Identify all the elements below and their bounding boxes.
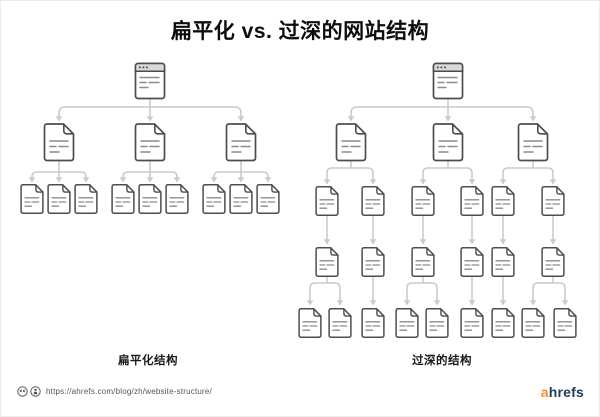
arrow-icon [561,300,569,306]
arrow-icon [28,177,36,183]
page-icon [335,123,367,162]
arrow-icon [369,239,377,245]
page-icon [361,186,385,216]
page-icon [165,184,189,214]
arrow-icon [173,177,181,183]
page-icon [229,184,253,214]
page-icon [111,184,135,214]
flat-structure-label: 扁平化结构 [118,355,178,367]
arrow-icon [444,116,452,122]
flat-structure-tree [20,62,280,214]
page-icon [361,308,385,338]
creative-commons-icon [17,386,28,397]
arrow-icon [529,300,537,306]
arrow-icon [237,116,245,122]
homepage-icon [134,62,166,100]
page-icon [315,186,339,216]
arrow-icon [323,179,331,185]
page-icon [460,186,484,216]
arrow-icon [549,179,557,185]
arrow-icon [146,116,154,122]
arrow-icon [323,239,331,245]
arrow-icon [403,300,411,306]
connector [326,215,554,244]
page-icon [225,123,257,162]
page-icon [425,308,449,338]
page-icon [491,186,515,216]
page-icon [74,184,98,214]
page-icon [411,186,435,216]
page-icon [432,123,464,162]
deep-structure-label: 过深的结构 [412,355,472,367]
arrow-icon [55,116,63,122]
arrow-icon [336,300,344,306]
page-icon [202,184,226,214]
page-icon [491,247,515,277]
arrow-icon [237,177,245,183]
arrow-icon [369,300,377,306]
connector [350,98,534,121]
arrow-icon [55,177,63,183]
arrow-icon [347,116,355,122]
page-icon [20,184,44,214]
deep-structure-tree [298,62,577,338]
page-icon [298,308,322,338]
page-icon [460,308,484,338]
page-icon [541,186,565,216]
attribution-person-icon [30,386,41,397]
arrow-icon [529,116,537,122]
page-icon [138,184,162,214]
source-url: https://ahrefs.com/blog/zh/website-struc… [46,387,212,396]
arrow-icon [499,239,507,245]
page-icon [553,308,577,338]
page-icon [315,247,339,277]
ahrefs-logo-hrefs: hrefs [548,384,584,400]
arrow-icon [210,177,218,183]
ahrefs-logo: ahrefs [541,384,584,400]
page-icon [256,184,280,214]
homepage-icon [432,62,464,100]
arrow-icon [369,179,377,185]
page-icon [134,123,166,162]
arrow-icon [419,239,427,245]
page-icon [43,123,75,162]
license-icons [17,386,41,397]
page-icon [460,247,484,277]
page-icon [361,247,385,277]
arrow-icon [468,239,476,245]
arrow-icon [82,177,90,183]
arrow-icon [499,300,507,306]
arrow-icon [119,177,127,183]
arrow-icon [433,300,441,306]
page-icon [517,123,549,162]
arrow-icon [264,177,272,183]
arrow-icon [146,177,154,183]
connector [309,276,566,305]
arrow-icon [468,300,476,306]
connector [326,160,554,184]
page-title: 扁平化 vs. 过深的网站结构 [170,20,430,43]
arrow-icon [468,179,476,185]
page-icon [411,247,435,277]
page-icon [521,308,545,338]
arrow-icon [419,179,427,185]
page-icon [47,184,71,214]
license-attribution: https://ahrefs.com/blog/zh/website-struc… [17,386,212,397]
arrow-icon [549,239,557,245]
arrow-icon [306,300,314,306]
arrow-icon [499,179,507,185]
ahrefs-logo-a: a [540,384,549,400]
page-icon [395,308,419,338]
page-icon [541,247,565,277]
page-icon [491,308,515,338]
page-icon [328,308,352,338]
